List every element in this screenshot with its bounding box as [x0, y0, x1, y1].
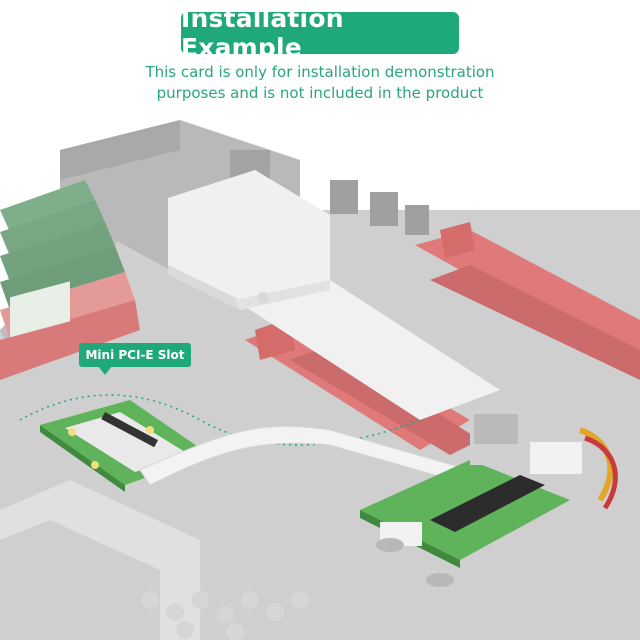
riser-card: [360, 410, 618, 568]
ram-modules: [0, 180, 140, 380]
disclaimer-text: This card is only for installation demon…: [90, 62, 550, 104]
pcie-slots: [245, 222, 640, 455]
disclaimer-line-2: purposes and is not included in the prod…: [156, 84, 484, 102]
chipset-heatsink: [168, 170, 330, 300]
ribbon-cable-upper: [235, 280, 500, 420]
page-title: Installation Example: [181, 4, 459, 62]
mini-pcie-slot-label: Mini PCI-E Slot: [79, 343, 191, 367]
disclaimer-line-1: This card is only for installation demon…: [145, 63, 495, 81]
callout-pointer: [98, 366, 112, 375]
